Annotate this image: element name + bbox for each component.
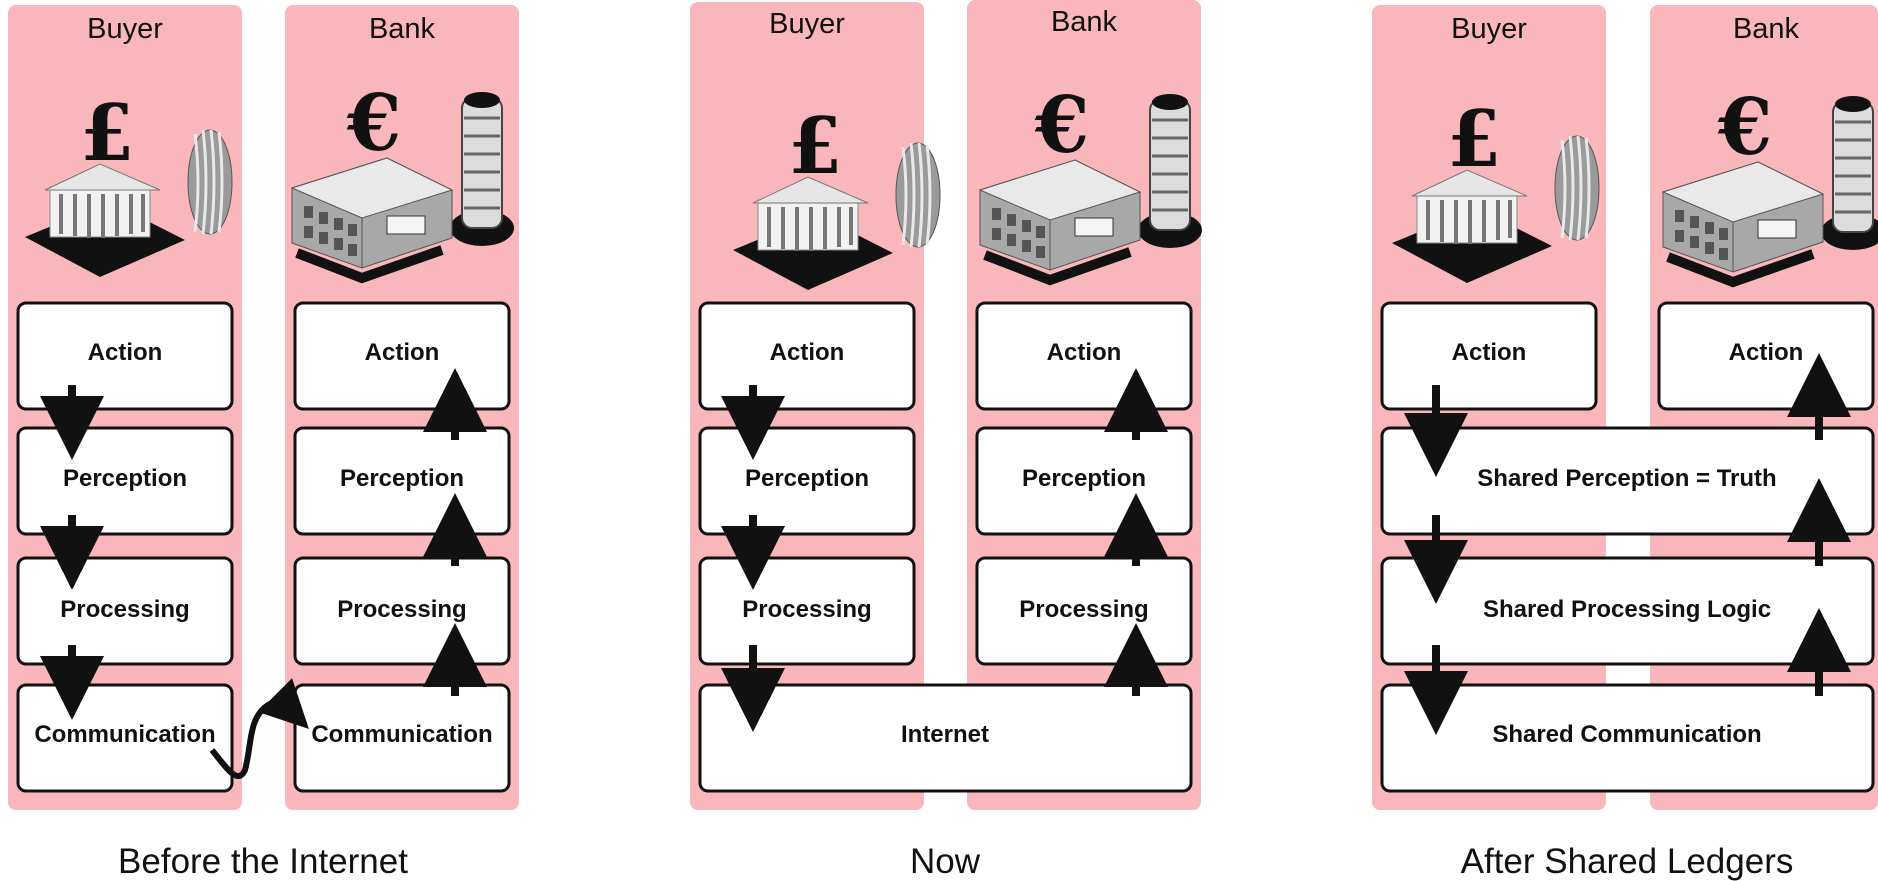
bank-lane-title: Bank bbox=[1051, 6, 1118, 38]
perception-label: Perception bbox=[745, 465, 869, 492]
action-label: Action bbox=[88, 339, 163, 366]
perception-label: Perception bbox=[1022, 465, 1146, 492]
action-label: Action bbox=[1729, 339, 1804, 366]
processing-label: Processing bbox=[742, 596, 871, 623]
buyer-lane-title: Buyer bbox=[769, 8, 845, 40]
bank-lane-title: Bank bbox=[369, 13, 436, 45]
action-label: Action bbox=[1452, 339, 1527, 366]
communication-label: Communication bbox=[311, 721, 492, 748]
processing-label: Processing bbox=[1019, 596, 1148, 623]
action-label: Action bbox=[365, 339, 440, 366]
panel-caption: Before the Internet bbox=[118, 842, 408, 881]
processing-label: Processing bbox=[60, 596, 189, 623]
action-label: Action bbox=[770, 339, 845, 366]
internet-label: Internet bbox=[901, 721, 989, 748]
buyer-lane-title: Buyer bbox=[1451, 13, 1527, 45]
shared-communication-label: Shared Communication bbox=[1492, 721, 1761, 748]
panel-caption: After Shared Ledgers bbox=[1461, 842, 1794, 881]
shared-perception-label: Shared Perception = Truth bbox=[1477, 465, 1776, 492]
panel-before-internet: Buyer Bank Action Perception Processing … bbox=[8, 5, 519, 881]
action-box bbox=[16, 301, 234, 411]
perception-label: Perception bbox=[340, 465, 464, 492]
shared-processing-label: Shared Processing Logic bbox=[1483, 596, 1771, 623]
panel-now: Buyer Bank Action Perception Processing … bbox=[690, 0, 1202, 881]
communication-label: Communication bbox=[34, 721, 215, 748]
flow-arrows bbox=[1404, 353, 1851, 735]
internet-box bbox=[698, 683, 1193, 793]
shared-processing-box bbox=[1380, 556, 1875, 666]
action-label: Action bbox=[1047, 339, 1122, 366]
shared-perception-box bbox=[1380, 426, 1875, 536]
action-box bbox=[698, 301, 916, 411]
panel-after-shared-ledgers: Buyer Bank Action Action Shared Percepti… bbox=[1372, 5, 1878, 881]
buyer-lane-title: Buyer bbox=[87, 13, 163, 45]
action-box bbox=[1380, 301, 1598, 411]
bank-lane-title: Bank bbox=[1733, 13, 1800, 45]
curved-link-arrow bbox=[209, 678, 309, 780]
panel-caption: Now bbox=[910, 842, 981, 881]
shared-communication-box bbox=[1380, 683, 1875, 793]
communication-box bbox=[293, 683, 511, 793]
perception-label: Perception bbox=[63, 465, 187, 492]
flow-arrows bbox=[40, 368, 487, 720]
flow-arrows bbox=[721, 368, 1168, 732]
processing-label: Processing bbox=[337, 596, 466, 623]
